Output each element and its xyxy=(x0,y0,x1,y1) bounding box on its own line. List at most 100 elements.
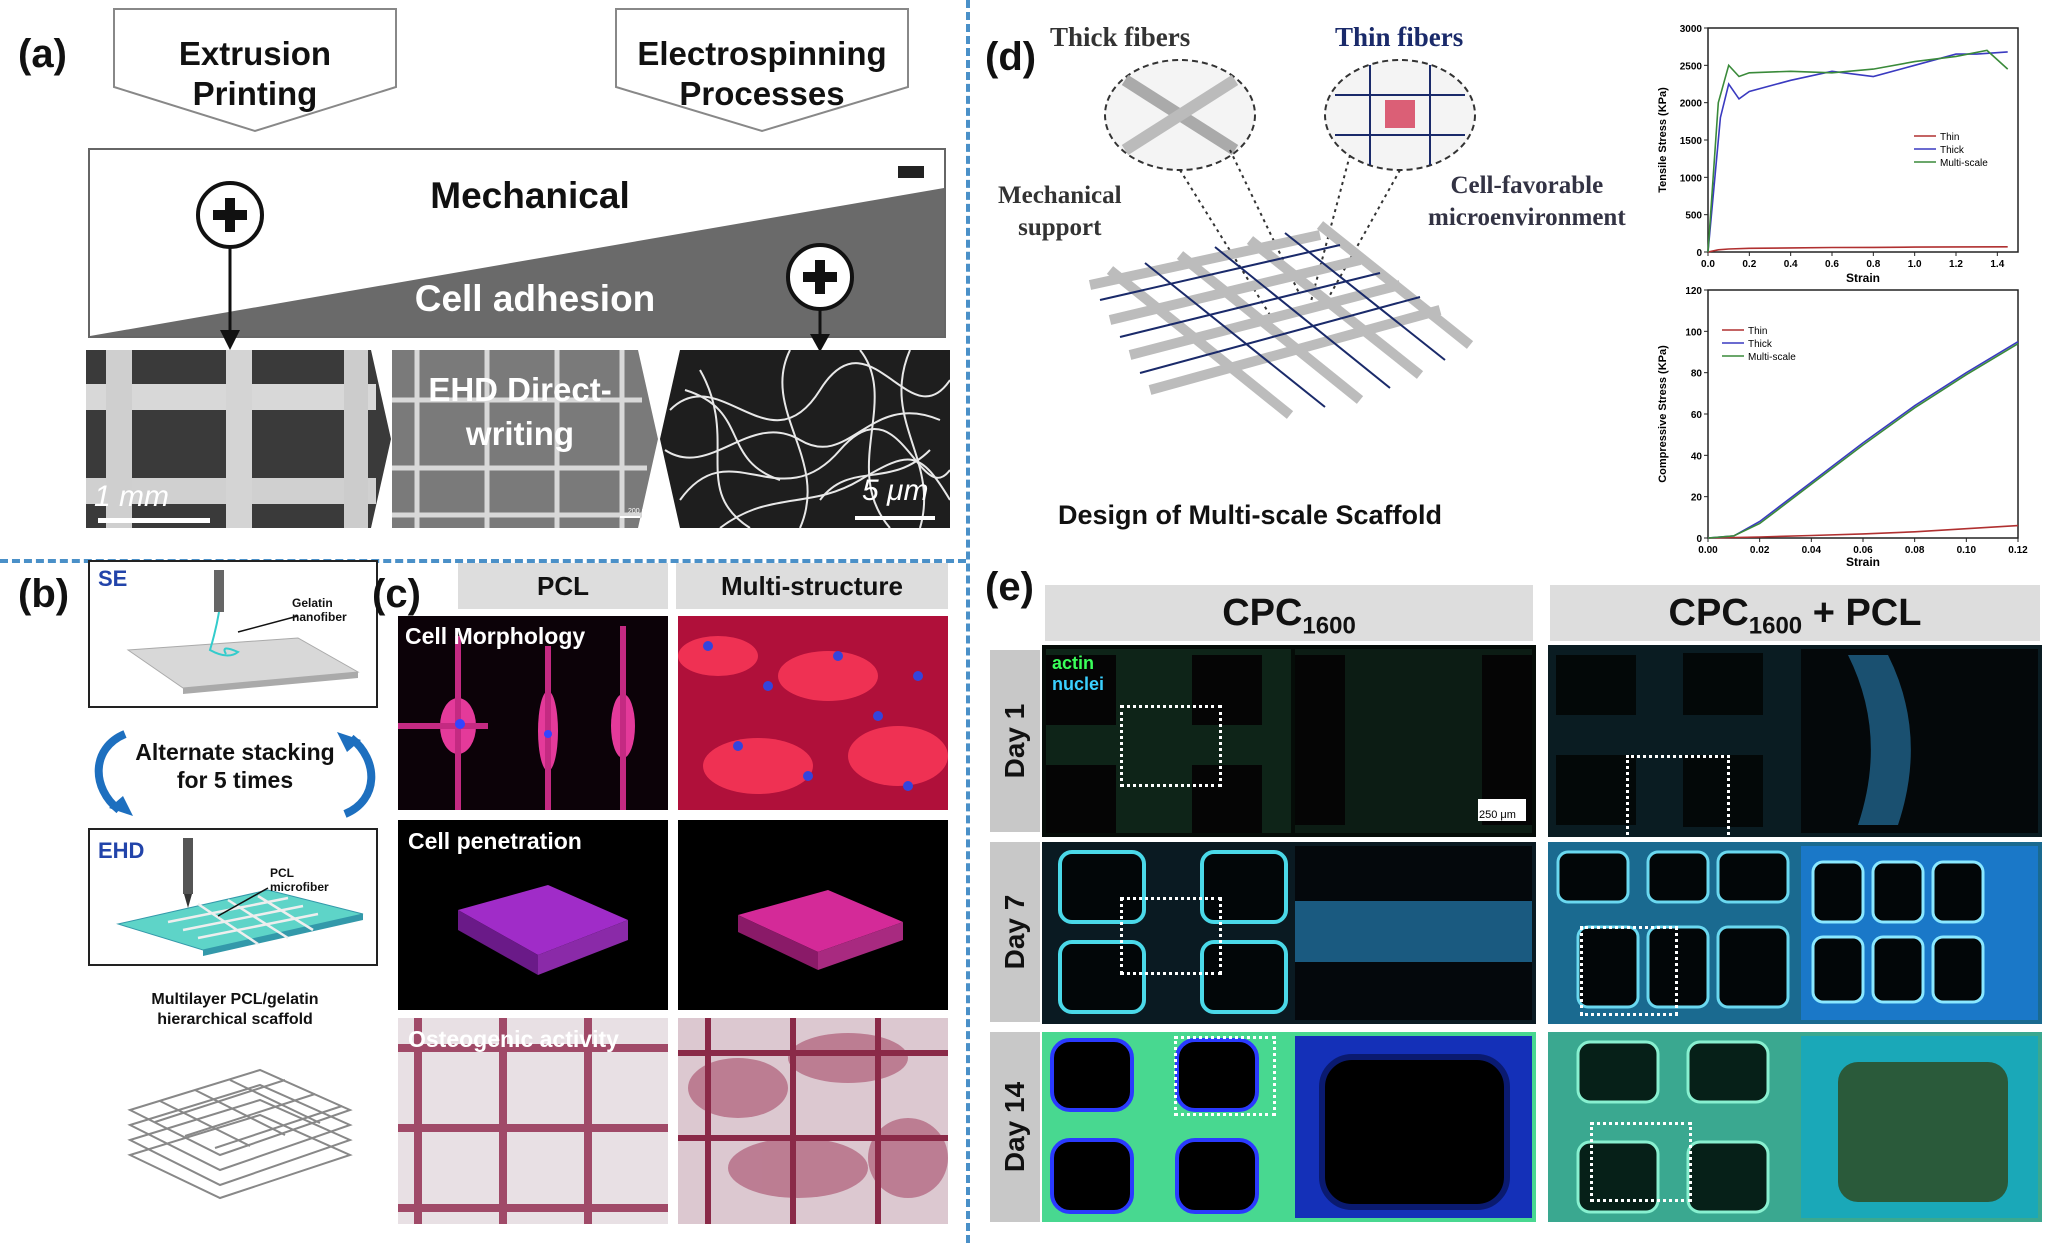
y-tick-label: 3000 xyxy=(1680,24,1703,35)
row-label-cell-morphology: Cell Morphology xyxy=(405,623,586,649)
multilayer-scaffold-illustration xyxy=(127,1068,353,1200)
extrusion-line2: Printing xyxy=(192,75,318,112)
cell-penetration-multi xyxy=(678,820,948,1010)
mechanical-support-label: Mechanical support xyxy=(998,180,1122,244)
y-tick-label: 2000 xyxy=(1680,99,1703,110)
x-tick-label: 0.02 xyxy=(1750,545,1770,556)
horizontal-divider xyxy=(0,559,966,563)
compressive-xlabel: Strain xyxy=(1846,555,1880,569)
scale-1mm: 1 mm xyxy=(94,480,169,513)
cpc-pcl-day14-image xyxy=(1548,1032,2042,1222)
x-tick-label: 0.04 xyxy=(1802,545,1822,556)
series-line-thin xyxy=(1707,246,2008,253)
col-header-cpc: CPC1600 xyxy=(1045,585,1533,641)
gelatin-line1: Gelatin xyxy=(292,596,333,610)
x-tick-label: 1.2 xyxy=(1949,259,1963,270)
mechanical-text: Mechanical xyxy=(430,175,630,216)
day7-text: Day 7 xyxy=(999,894,1030,970)
y-tick-label: 1500 xyxy=(1680,136,1703,147)
extrusion-label: Extrusion Printing xyxy=(110,34,400,114)
multilayer-line1: Multilayer PCL/gelatin xyxy=(151,991,319,1008)
pcl-microfiber-label: PCL microfiber xyxy=(270,866,329,894)
gelatin-line2: nanofiber xyxy=(292,610,347,624)
y-tick-label: 0 xyxy=(1696,534,1702,545)
x-tick-label: 1.4 xyxy=(1990,259,2004,270)
stacking-line1: Alternate stacking xyxy=(135,739,335,765)
y-tick-label: 0 xyxy=(1696,248,1702,259)
osteogenic-multi xyxy=(678,1018,948,1224)
legend-label: Thick xyxy=(1940,145,1965,156)
cpc-sub: 1600 xyxy=(1302,612,1356,640)
tensile-ylabel: Tensile Stress (KPa) xyxy=(1657,87,1669,193)
electrospinning-line2: Processes xyxy=(679,75,845,112)
pcl-line1: PCL xyxy=(270,866,294,880)
row-label-osteogenic: Osteogenic activity xyxy=(408,1026,619,1052)
zoom-box-pcl-day7 xyxy=(1580,926,1678,1016)
stacking-arrows xyxy=(94,730,376,818)
col-header-multi: Multi-structure xyxy=(676,563,948,609)
col-header-pcl: PCL xyxy=(458,563,668,609)
day7-label: Day 7 xyxy=(990,842,1040,1022)
cell-line1: Cell-favorable xyxy=(1450,172,1604,199)
electrospinning-line1: Electrospinning xyxy=(637,35,887,72)
cell-line2: microenvironment xyxy=(1428,204,1626,231)
series-line-multi-scale xyxy=(1707,49,2009,253)
day14-text: Day 14 xyxy=(999,1081,1030,1173)
cpc-pcl-day1-image xyxy=(1548,645,2042,837)
x-tick-label: 0.4 xyxy=(1784,259,1798,270)
plus-arrow-right xyxy=(786,243,854,352)
cell-morphology-pcl xyxy=(398,616,668,810)
scale-250um: 250 μm xyxy=(1479,809,1516,821)
legend-label: Multi-scale xyxy=(1748,352,1796,363)
x-tick-label: 0.0 xyxy=(1701,259,1715,270)
x-tick-label: 0.12 xyxy=(2008,545,2028,556)
y-tick-label: 120 xyxy=(1685,286,1702,297)
zoom-box-cpc-day1 xyxy=(1120,705,1222,787)
cpc-pcl-day7-image xyxy=(1548,842,2042,1024)
zoom-box-pcl-day1 xyxy=(1626,755,1730,841)
panel-a-label: (a) xyxy=(18,32,67,76)
y-tick-label: 20 xyxy=(1691,493,1703,504)
legend-label: Thin xyxy=(1748,326,1767,337)
col-header-cpc-pcl: CPC1600 + PCL xyxy=(1550,585,2040,641)
multilayer-line2: hierarchical scaffold xyxy=(157,1011,313,1028)
ehd-line2: writing xyxy=(465,415,575,452)
vertical-divider xyxy=(966,0,970,1243)
plus-arrow-left xyxy=(196,181,264,350)
y-tick-label: 100 xyxy=(1685,327,1702,338)
x-tick-label: 0.06 xyxy=(1853,545,1873,556)
multilayer-caption: Multilayer PCL/gelatin hierarchical scaf… xyxy=(90,990,380,1030)
actin-legend: actin xyxy=(1052,653,1095,673)
y-tick-label: 500 xyxy=(1685,211,1702,222)
cpc-day1-image xyxy=(1042,645,1536,837)
scale-200: 200 μm xyxy=(628,508,652,515)
sem-electrospun-image xyxy=(660,350,950,528)
pcl-line2: microfiber xyxy=(270,880,329,894)
panel-d-label: (d) xyxy=(985,35,1037,79)
cpc-day14-image xyxy=(1042,1032,1536,1222)
stacking-text: Alternate stacking for 5 times xyxy=(100,738,370,794)
compressive-ylabel: Compressive Stress (KPa) xyxy=(1657,345,1669,483)
y-tick-label: 40 xyxy=(1691,451,1703,462)
extrusion-arrow-box xyxy=(113,8,397,133)
tensile-xlabel: Strain xyxy=(1846,271,1880,285)
day14-label: Day 14 xyxy=(990,1032,1040,1222)
se-diagram xyxy=(88,560,378,708)
y-tick-label: 1000 xyxy=(1680,173,1703,184)
row-label-cell-penetration: Cell penetration xyxy=(408,828,582,854)
ehd-label: EHD xyxy=(98,838,145,863)
osteogenic-pcl xyxy=(398,1018,668,1224)
x-tick-label: 0.10 xyxy=(1957,545,1977,556)
tensile-plot-area xyxy=(1707,27,2019,253)
thick-fibers-label: Thick fibers xyxy=(1050,22,1191,52)
zoom-box-pcl-day14 xyxy=(1590,1122,1692,1202)
scale-5um: 5 μm xyxy=(862,474,929,507)
cell-adhesion-text: Cell adhesion xyxy=(414,278,656,319)
legend-label: Multi-scale xyxy=(1940,158,1988,169)
day1-label: Day 1 xyxy=(990,650,1040,832)
series-line-thin xyxy=(1707,524,2019,539)
y-tick-label: 80 xyxy=(1691,369,1703,380)
x-tick-label: 0.6 xyxy=(1825,259,1839,270)
gelatin-nanofiber-label: Gelatin nanofiber xyxy=(292,596,347,624)
